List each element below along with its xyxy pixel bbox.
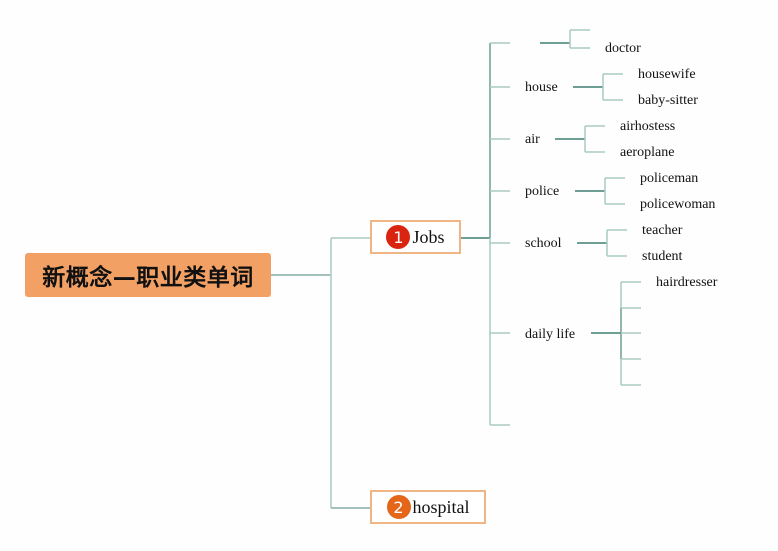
leaf-policewoman[interactable]: policewoman bbox=[640, 197, 716, 212]
badge-1-icon: 1 bbox=[386, 225, 411, 249]
subtopic-house[interactable]: house bbox=[525, 80, 558, 95]
leaf-policeman[interactable]: policeman bbox=[640, 171, 699, 186]
root-title: 新概念—职业类单词 bbox=[42, 265, 254, 291]
badge-2-icon: 2 bbox=[386, 495, 411, 519]
topic-jobs-label: Jobs bbox=[412, 226, 445, 247]
leaf-housewife[interactable]: housewife bbox=[638, 67, 696, 82]
leaf-hairdresser[interactable]: hairdresser bbox=[656, 275, 718, 290]
subtopic-police[interactable]: police bbox=[525, 184, 560, 199]
topic-hospital[interactable]: 2 hospital bbox=[370, 490, 486, 524]
leaf-airhostess[interactable]: airhostess bbox=[620, 119, 676, 134]
subtopic-school[interactable]: school bbox=[525, 236, 562, 251]
leaf-baby-sitter[interactable]: baby-sitter bbox=[638, 93, 698, 108]
leaf-doctor[interactable]: doctor bbox=[605, 41, 641, 56]
subtopic-air[interactable]: air bbox=[525, 132, 540, 147]
topic-hospital-label: hospital bbox=[412, 496, 470, 517]
root-node[interactable]: 新概念—职业类单词 bbox=[25, 253, 271, 297]
leaf-teacher[interactable]: teacher bbox=[642, 223, 683, 238]
subtopic-daily-life[interactable]: daily life bbox=[525, 327, 576, 342]
leaf-aeroplane[interactable]: aeroplane bbox=[620, 145, 675, 160]
topic-jobs[interactable]: 1 Jobs bbox=[370, 220, 461, 254]
leaf-student[interactable]: student bbox=[642, 249, 683, 264]
